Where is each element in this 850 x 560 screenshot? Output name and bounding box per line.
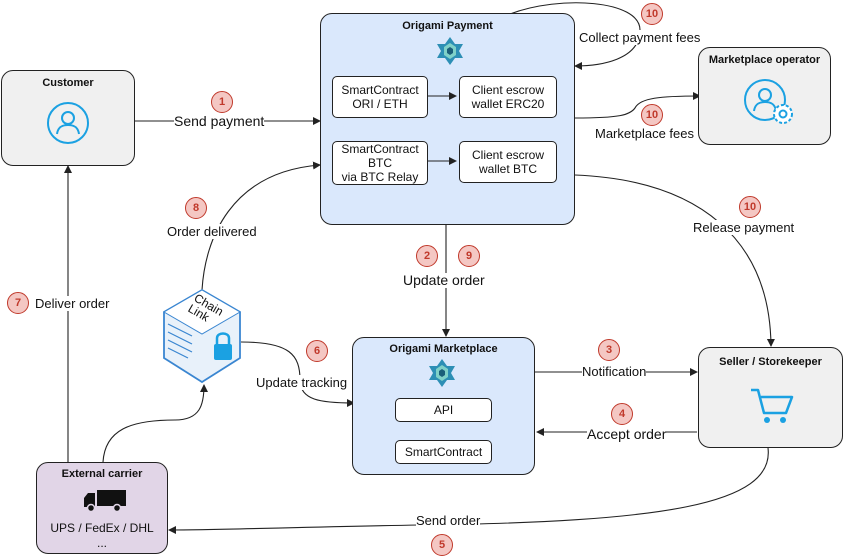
marketplace-smartcontract-label: SmartContract [404, 445, 483, 459]
smartcontract-btc: SmartContract BTC via BTC Relay [332, 141, 428, 185]
marketplace-operator-title: Marketplace operator [708, 54, 821, 66]
label-send-payment: Send payment [174, 113, 265, 129]
step-7-badge: 7 [7, 292, 29, 314]
seller-title: Seller / Storekeeper [719, 356, 822, 368]
api-label: API [433, 403, 454, 417]
origami-payment-title: Origami Payment [402, 20, 493, 32]
truck-icon [84, 490, 126, 513]
step-10-badge-fees: 10 [641, 104, 663, 126]
carrier-text: UPS / FedEx / DHL ... [50, 521, 154, 550]
step-8-badge: 8 [185, 197, 207, 219]
seller-box: Seller / Storekeeper [698, 347, 843, 448]
origami-marketplace-title: Origami Marketplace [389, 343, 498, 355]
client-escrow-btc: Client escrow wallet BTC [459, 141, 557, 183]
smartcontract-ori-eth: SmartContract ORI / ETH [332, 76, 428, 118]
step-10-badge-release: 10 [739, 196, 761, 218]
step-1-badge: 1 [211, 91, 233, 113]
step-10-badge-collect: 10 [641, 3, 663, 25]
client-escrow-erc20-label: Client escrow wallet ERC20 [471, 83, 545, 111]
api-box: API [395, 398, 492, 422]
step-9-badge: 9 [458, 245, 480, 267]
customer-title: Customer [42, 77, 94, 89]
smartcontract-ori-eth-label: SmartContract ORI / ETH [341, 83, 419, 111]
user-settings-icon [744, 79, 793, 124]
edge-order-delivered [201, 161, 321, 291]
user-icon [47, 102, 89, 144]
label-order-delivered: Order delivered [167, 224, 257, 239]
edge-carrier-to-chainlink [102, 384, 208, 463]
label-marketplace-fees: Marketplace fees [595, 126, 694, 141]
external-carrier-box: External carrier UPS / FedEx / DHL ... [36, 462, 168, 554]
customer-box: Customer [1, 70, 135, 166]
step-4-badge: 4 [611, 403, 633, 425]
carrier-title: External carrier [61, 468, 143, 480]
label-notification: Notification [582, 364, 647, 379]
chainlink-icon [163, 288, 241, 384]
client-escrow-erc20: Client escrow wallet ERC20 [459, 76, 557, 118]
edge-collect-fees [509, 2, 641, 70]
label-update-order: Update order [403, 272, 485, 288]
step-6-badge: 6 [306, 340, 328, 362]
edge-marketplace-fees [574, 92, 701, 119]
label-update-tracking: Update tracking [256, 375, 348, 390]
marketplace-smartcontract-box: SmartContract [395, 440, 492, 464]
label-release-payment: Release payment [693, 220, 795, 235]
step-2-badge: 2 [416, 245, 438, 267]
label-send-order: Send order [416, 513, 481, 528]
marketplace-operator-box: Marketplace operator [698, 47, 831, 145]
label-accept-order: Accept order [587, 426, 667, 442]
step-5-badge: 5 [431, 534, 453, 556]
origami-logo-icon [429, 359, 455, 387]
label-deliver-order: Deliver order [35, 296, 110, 311]
step-3-badge: 3 [598, 339, 620, 361]
label-collect-fees: Collect payment fees [579, 30, 701, 45]
shopping-cart-icon [751, 388, 794, 423]
client-escrow-btc-label: Client escrow wallet BTC [471, 148, 545, 176]
smartcontract-btc-label: SmartContract BTC via BTC Relay [341, 142, 419, 184]
origami-marketplace-box: Origami Marketplace API SmartContract [352, 337, 535, 475]
origami-logo-icon [437, 37, 463, 65]
origami-payment-box: Origami Payment SmartContract ORI / ETH … [320, 13, 575, 225]
